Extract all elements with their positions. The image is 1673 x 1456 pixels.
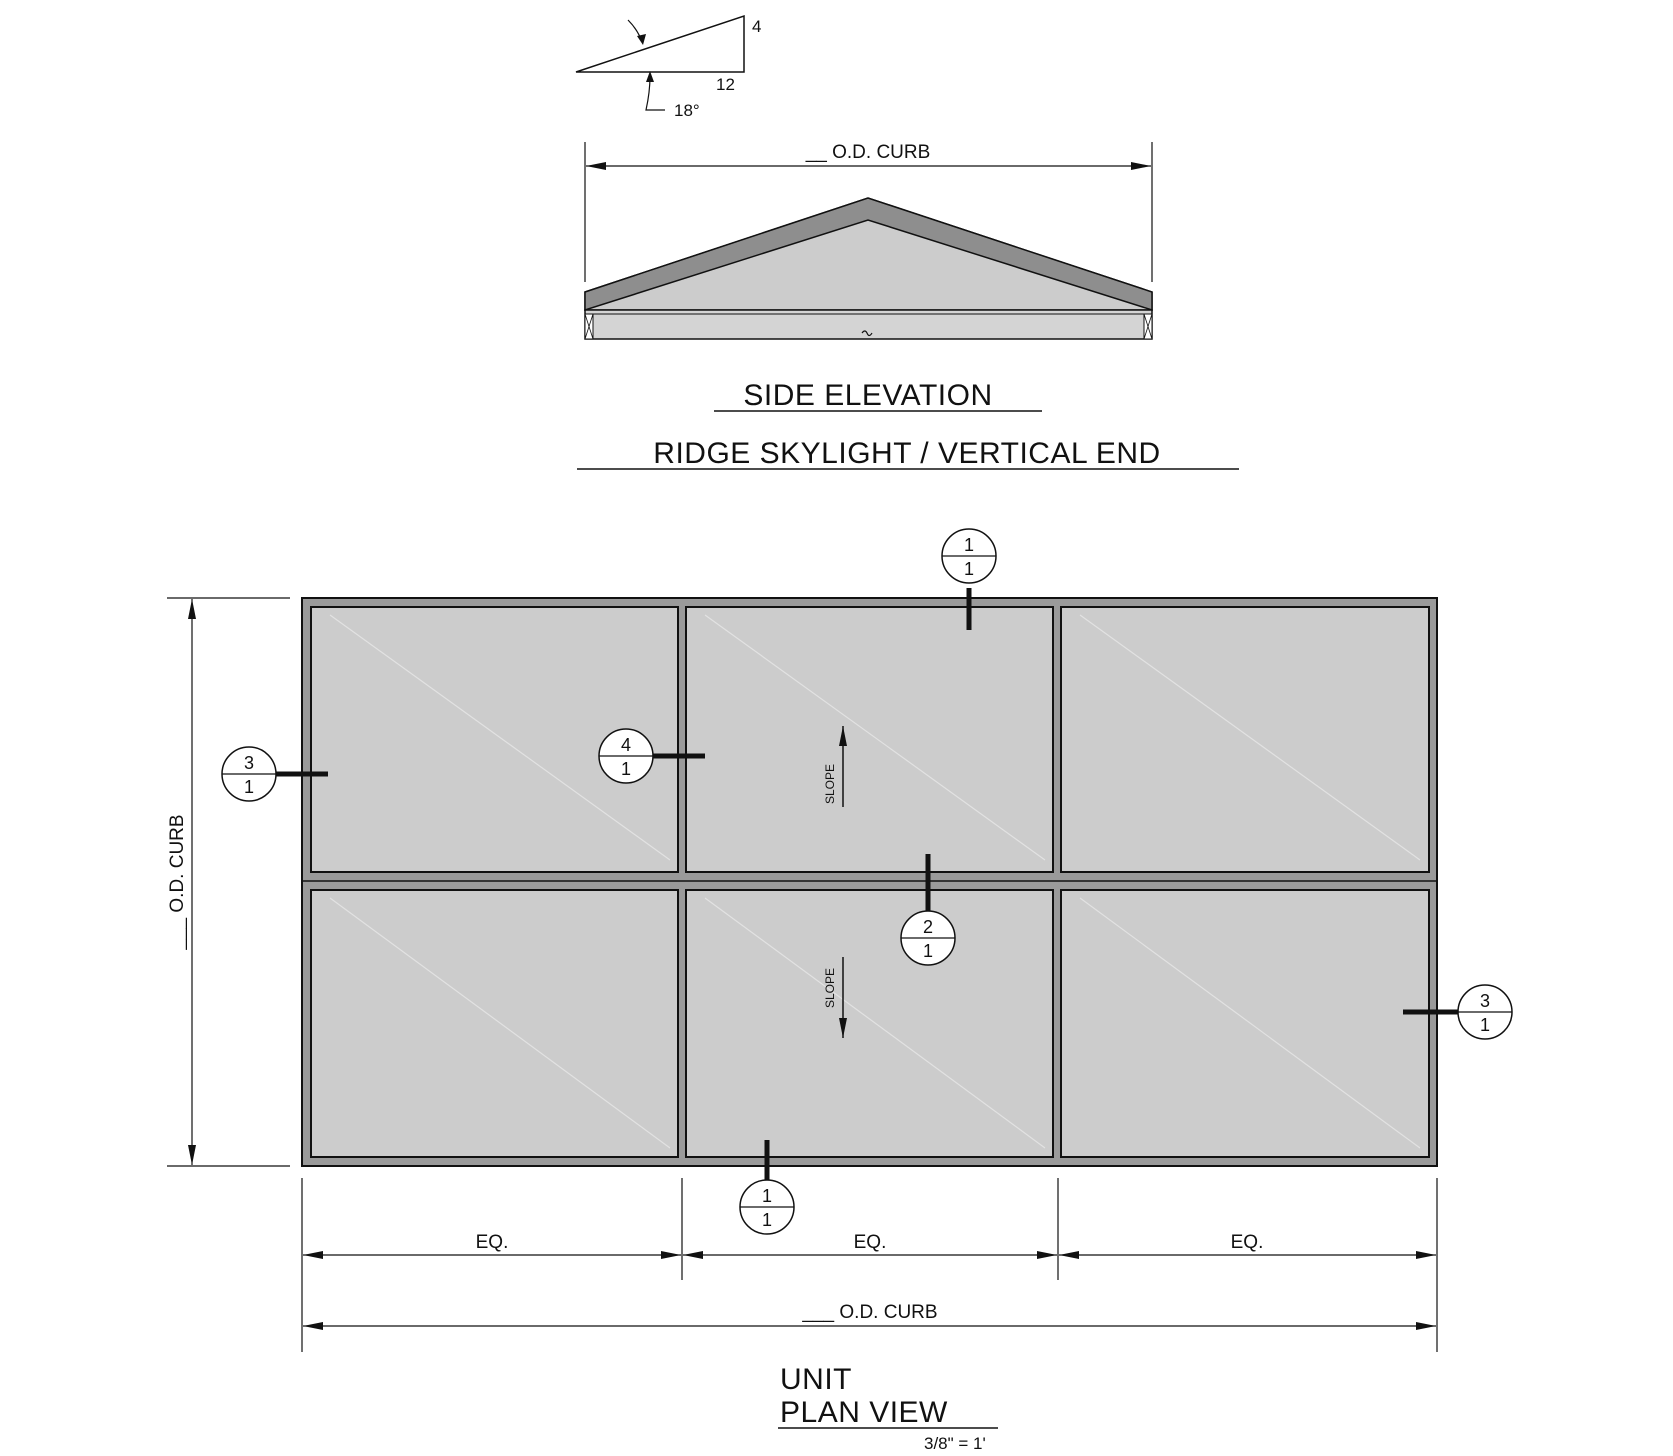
callout-bottom[interactable]: 1 1: [739, 1179, 795, 1235]
glazing-panel: [685, 606, 1054, 873]
pitch-run: 12: [716, 75, 735, 94]
callout-sheet: 1: [964, 559, 974, 579]
overall-width-label: ___ O.D. CURB: [801, 1302, 937, 1323]
plan-scale: 3/8" = 1': [924, 1434, 986, 1453]
eq-label: EQ.: [476, 1232, 509, 1253]
pitch-triangle: [575, 14, 745, 73]
slope-label-down: SLOPE: [823, 968, 837, 1008]
callout-right[interactable]: 3 1: [1457, 984, 1513, 1040]
side-elevation-title: SIDE ELEVATION: [743, 379, 992, 412]
glazing-panel: [1060, 606, 1430, 873]
glass-reflection-lines: [329, 614, 1421, 1149]
callout-sheet: 1: [621, 759, 631, 779]
width-label: __ O.D. CURB: [805, 142, 931, 163]
plan-title-line1: UNIT: [780, 1363, 852, 1396]
callout-number: 4: [621, 735, 631, 755]
eq-label: EQ.: [1231, 1232, 1264, 1253]
callout-ridge[interactable]: 2 1: [900, 910, 956, 966]
height-label: ___ O.D. CURB: [167, 814, 188, 950]
eq-label: EQ.: [854, 1232, 887, 1253]
callout-mullion[interactable]: 4 1: [598, 728, 654, 784]
pitch-indicator: 4 12 18°: [575, 14, 761, 120]
pitch-rise: 4: [752, 17, 761, 36]
callout-sheet: 1: [923, 941, 933, 961]
callout-sheet: 1: [762, 1210, 772, 1230]
glazing-panel: [685, 889, 1054, 1158]
glazing-panels: [310, 606, 1430, 1158]
angle-arrow-top: [637, 34, 646, 45]
overall-width-dimension: ___ O.D. CURB: [303, 1302, 1436, 1330]
plan-title-line2: PLAN VIEW: [780, 1396, 948, 1429]
side-elevation-subtitle: RIDGE SKYLIGHT / VERTICAL END: [653, 437, 1160, 470]
callout-number: 2: [923, 917, 933, 937]
angle-arrow-bottom: [646, 71, 654, 82]
glazing-panel: [1060, 889, 1430, 1158]
callout-number: 3: [244, 753, 254, 773]
glazing-panel: [310, 889, 679, 1158]
callout-sheet: 1: [244, 777, 254, 797]
section-cut-lines: [276, 588, 1458, 1180]
callout-number: 1: [964, 535, 974, 555]
callout-left[interactable]: 3 1: [221, 746, 277, 802]
height-dimension: ___ O.D. CURB: [167, 597, 290, 1167]
plan-view: SLOPE SLOPE 1 1 3 1 4 1: [167, 528, 1513, 1453]
slope-label-up: SLOPE: [823, 764, 837, 804]
pitch-angle: 18°: [674, 101, 700, 120]
eq-dimensions: EQ. EQ. EQ.: [301, 1178, 1438, 1352]
callout-sheet: 1: [1480, 1015, 1490, 1035]
callout-top[interactable]: 1 1: [941, 528, 997, 584]
break-mark: [861, 330, 873, 337]
callout-number: 3: [1480, 991, 1490, 1011]
callout-number: 1: [762, 1186, 772, 1206]
side-elevation: __ O.D. CURB SIDE ELEVATION RIDGE SKYLIG…: [577, 142, 1239, 470]
